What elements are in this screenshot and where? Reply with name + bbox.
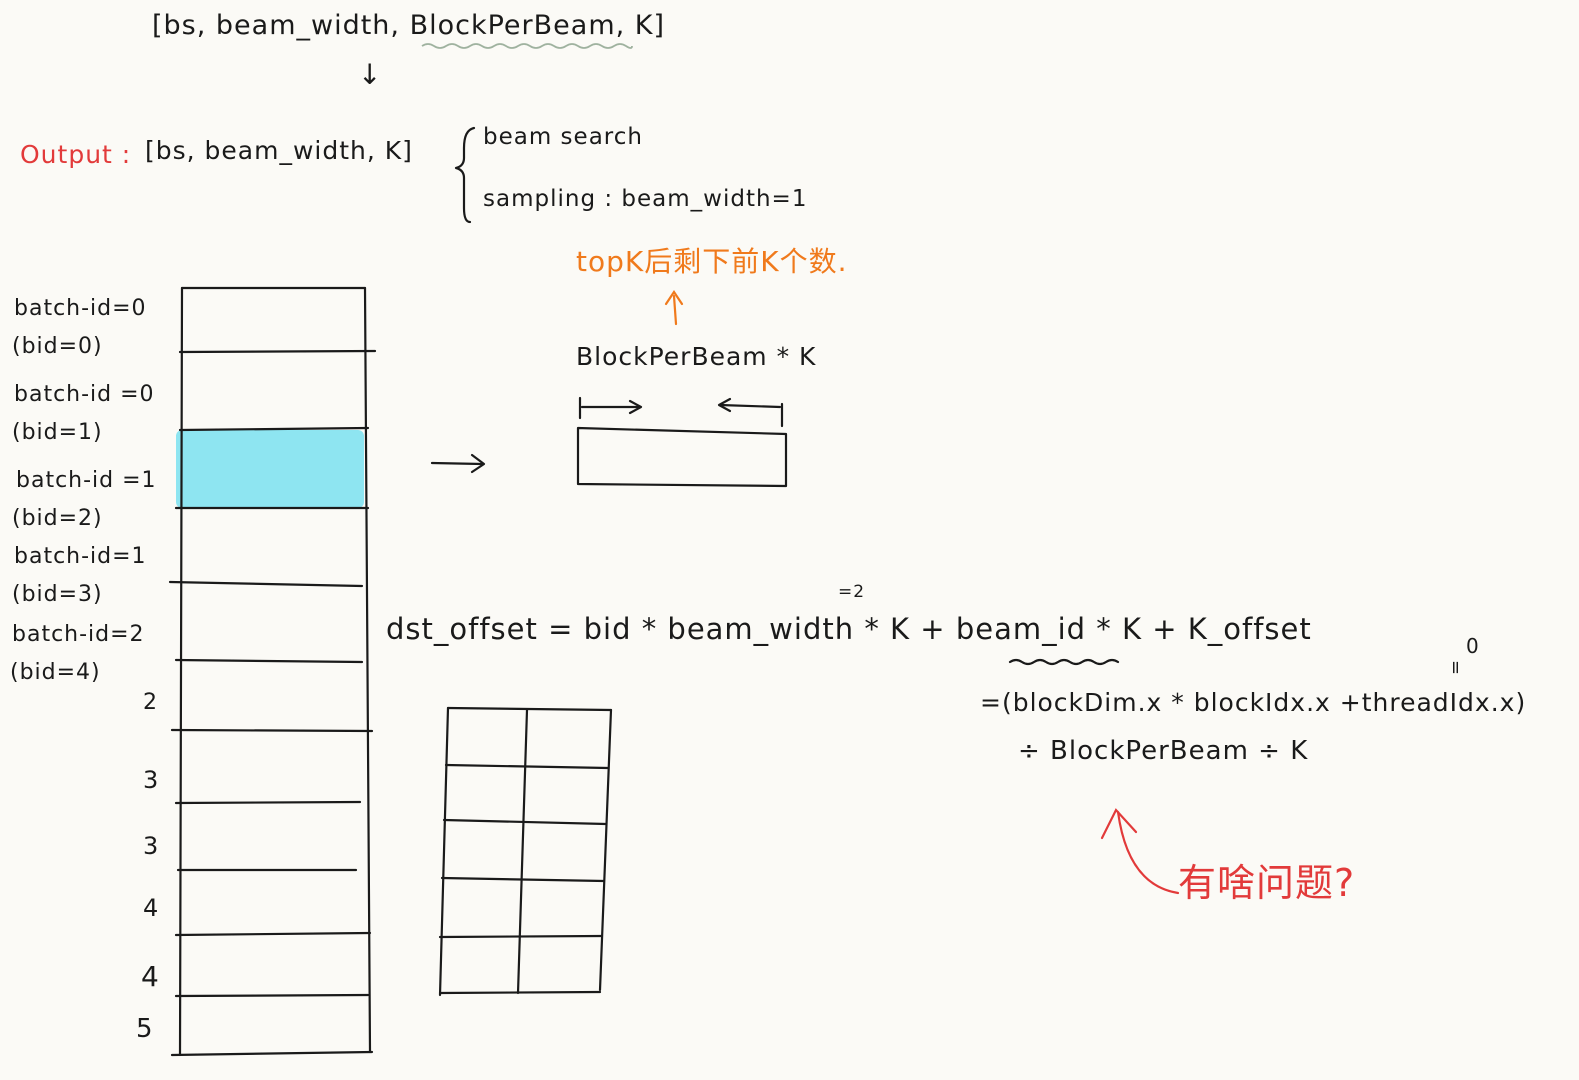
top-shape: [bs, beam_width, BlockPerBeam, K] <box>152 10 665 41</box>
bid-label: (bid=4) <box>10 660 101 685</box>
row-number: 2 <box>143 690 158 715</box>
batch-label: batch-id =0 <box>14 382 155 407</box>
batch-label: batch-id=2 <box>12 622 145 647</box>
bid-label: (bid=0) <box>12 334 103 359</box>
wavy-underline-top <box>421 43 633 49</box>
formula-zero: 0 <box>1466 634 1480 658</box>
formula-line2: =(blockDim.x * blockIdx.x +threadIdx.x) <box>980 688 1527 717</box>
formula-main: dst_offset = bid * beam_width * K + <box>386 612 956 646</box>
output-shape: [bs, beam_width, K] <box>145 136 413 165</box>
formula-beam-id: beam_id <box>955 612 1087 646</box>
wavy-underline-beam-id <box>1008 658 1120 666</box>
formula-line3: ÷ BlockPerBeam ÷ K <box>1018 736 1309 766</box>
highlighted-block <box>176 430 364 508</box>
small-grid <box>438 706 613 997</box>
batch-label: batch-id=0 <box>14 296 147 321</box>
orange-note: topK后剩下前K个数. <box>576 245 848 278</box>
row-number: 5 <box>136 1014 154 1044</box>
right-arrow <box>430 453 486 474</box>
block-width-label: BlockPerBeam * K <box>576 342 817 371</box>
bid-label: (bid=1) <box>12 420 103 445</box>
output-label: Output : <box>20 140 132 169</box>
formula-line1: dst_offset = bid * beam_width * K + beam… <box>386 612 1312 646</box>
red-question-arrow <box>1100 808 1180 895</box>
row-number: 3 <box>143 832 160 860</box>
batch-label: batch-id=1 <box>14 544 147 569</box>
case-beam-search: beam search <box>483 124 643 150</box>
block-column <box>168 286 377 1057</box>
top-shape-close: , K] <box>615 10 666 41</box>
batch-label: batch-id =1 <box>16 468 157 493</box>
formula-tail: * K + K_offset <box>1086 612 1312 646</box>
row-number: 4 <box>143 894 160 922</box>
formula-superscript: =2 <box>838 582 866 602</box>
case-brace <box>454 126 476 224</box>
top-shape-blockperbeam: BlockPerBeam <box>409 10 616 41</box>
orange-up-arrow-head <box>664 290 684 306</box>
formula-equals-vertical: = <box>1445 660 1466 677</box>
down-arrow: ↓ <box>358 58 382 91</box>
bid-label: (bid=3) <box>12 582 103 607</box>
row-number: 3 <box>143 766 160 794</box>
topk-block <box>576 396 788 488</box>
case-sampling: sampling : beam_width=1 <box>483 186 808 212</box>
bid-label: (bid=2) <box>12 506 103 531</box>
top-shape-open: [bs, beam_width, <box>152 10 410 41</box>
orange-up-arrow-shaft <box>672 294 678 326</box>
red-question-note: 有啥问题? <box>1178 861 1356 905</box>
row-number: 4 <box>141 960 160 993</box>
